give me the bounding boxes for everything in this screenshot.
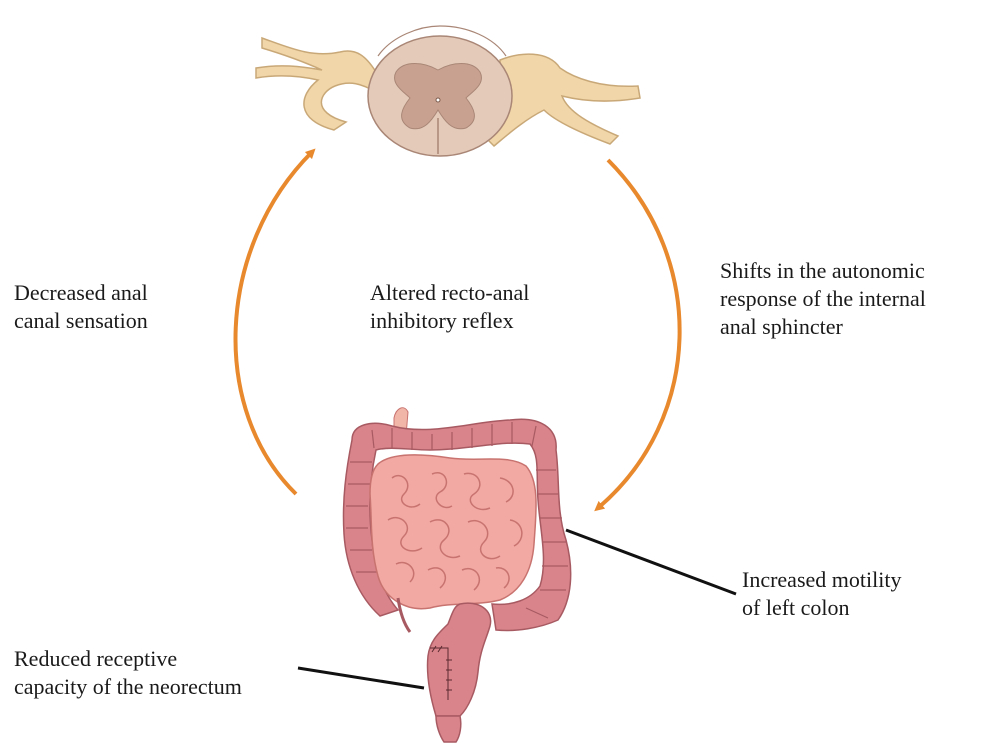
- intestines-illustration: [343, 408, 570, 742]
- leader-line-left-colon: [566, 530, 736, 594]
- label-line: Reduced receptive: [14, 645, 242, 673]
- spinal-cord-illustration: [256, 26, 640, 156]
- label-line: capacity of the neorectum: [14, 673, 242, 701]
- neorectum-capacity-label: Reduced receptive capacity of the neorec…: [14, 645, 242, 701]
- small-intestine: [370, 455, 536, 609]
- autonomic-shift-label: Shifts in the autonomic response of the …: [720, 257, 926, 341]
- altered-reflex-label: Altered recto-anal inhibitory reflex: [370, 279, 529, 335]
- decreased-sensation-label: Decreased anal canal sensation: [14, 279, 148, 335]
- left-nerve-root: [256, 38, 376, 130]
- left-colon-motility-label: Increased motility of left colon: [742, 566, 901, 622]
- label-line: Increased motility: [742, 566, 901, 594]
- label-line: of left colon: [742, 594, 901, 622]
- leader-line-neorectum: [298, 668, 424, 688]
- label-line: Altered recto-anal: [370, 279, 529, 307]
- label-line: response of the internal: [720, 285, 926, 313]
- neorectum: [427, 603, 490, 716]
- right-cycle-arrow: [598, 160, 680, 508]
- central-canal: [436, 98, 440, 102]
- label-line: Decreased anal: [14, 279, 148, 307]
- label-line: anal sphincter: [720, 313, 926, 341]
- label-line: canal sensation: [14, 307, 148, 335]
- label-line: Shifts in the autonomic: [720, 257, 926, 285]
- label-line: inhibitory reflex: [370, 307, 529, 335]
- left-cycle-arrow: [236, 152, 312, 494]
- anal-canal: [436, 716, 461, 742]
